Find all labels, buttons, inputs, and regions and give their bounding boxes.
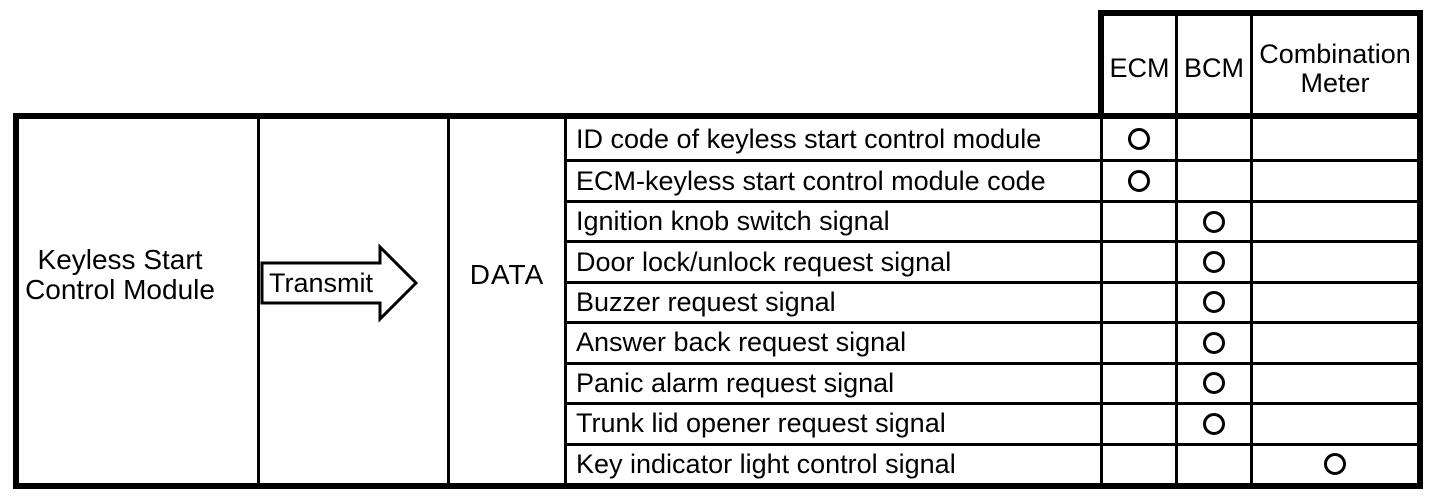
- mark-cell-meter: [1250, 119, 1417, 160]
- mark-cell-ecm: [1100, 243, 1175, 281]
- column-header-ecm: ECM: [1104, 16, 1175, 113]
- mark-cell-bcm: [1175, 445, 1250, 483]
- column-header-bcm: BCM: [1175, 16, 1250, 113]
- mark-circle: [1203, 210, 1225, 233]
- mark-cell-ecm: [1100, 445, 1175, 483]
- mark-cell-ecm: [1100, 324, 1175, 362]
- mark-circle: [1203, 372, 1225, 395]
- column-header-label: Combination Meter: [1259, 38, 1411, 98]
- mark-cell-bcm: [1175, 162, 1250, 200]
- signal-rows: ID code of keyless start control module …: [567, 119, 1417, 483]
- source-module-label: Keyless Start Control Module: [25, 245, 215, 305]
- transmit-arrow-icon: Transmit: [260, 243, 419, 323]
- signal-name-cell: ID code of keyless start control module: [567, 119, 1100, 159]
- signal-name: Buzzer request signal: [576, 286, 836, 317]
- table-row: Buzzer request signal: [567, 280, 1417, 322]
- mark-cell-ecm: [1100, 283, 1175, 322]
- column-header-label: ECM: [1109, 53, 1170, 83]
- mark-circle: [1203, 291, 1225, 314]
- mark-cell-meter: [1250, 283, 1417, 322]
- mark-cell-meter: [1250, 445, 1417, 483]
- mark-cell-meter: [1250, 202, 1417, 241]
- mark-cell-bcm: [1175, 202, 1250, 241]
- mark-cell-meter: [1250, 243, 1417, 281]
- mark-circle: [1128, 170, 1150, 193]
- table-row: Trunk lid opener request signal: [567, 402, 1417, 443]
- signal-name: ECM-keyless start control module code: [576, 165, 1046, 196]
- transmit-cell: Transmit: [260, 119, 450, 483]
- mark-circle: [1203, 251, 1225, 274]
- signal-name: Door lock/unlock request signal: [576, 246, 952, 277]
- signal-name-cell: Door lock/unlock request signal: [567, 243, 1100, 280]
- table-row: Key indicator light control signal: [567, 442, 1417, 483]
- mark-cell-bcm: [1175, 405, 1250, 443]
- data-label: DATA: [469, 259, 545, 290]
- mark-cell-ecm: [1100, 202, 1175, 241]
- mark-cell-bcm: [1175, 364, 1250, 403]
- mark-cell-meter: [1250, 364, 1417, 403]
- table-row: ID code of keyless start control module: [567, 119, 1417, 160]
- table-row: Panic alarm request signal: [567, 361, 1417, 403]
- signal-name-cell: Trunk lid opener request signal: [567, 405, 1100, 442]
- signal-name-cell: Panic alarm request signal: [567, 365, 1100, 402]
- signal-name-cell: Buzzer request signal: [567, 284, 1100, 321]
- mark-cell-meter: [1250, 324, 1417, 362]
- mark-cell-meter: [1250, 162, 1417, 200]
- column-header-label: BCM: [1184, 53, 1244, 83]
- signal-name: Key indicator light control signal: [576, 448, 956, 479]
- source-module-line2: Control Module: [25, 274, 215, 305]
- mark-circle: [1128, 128, 1150, 151]
- mark-cell-meter: [1250, 405, 1417, 443]
- mark-cell-bcm: [1175, 243, 1250, 281]
- mark-cell-ecm: [1100, 119, 1175, 160]
- signal-name-cell: Ignition knob switch signal: [567, 203, 1100, 240]
- mark-cell-bcm: [1175, 283, 1250, 322]
- mark-cell-bcm: [1175, 119, 1250, 160]
- mark-cell-ecm: [1100, 405, 1175, 443]
- table-row: ECM-keyless start control module code: [567, 159, 1417, 200]
- mark-circle: [1203, 331, 1225, 354]
- table-row: Door lock/unlock request signal: [567, 240, 1417, 281]
- signal-name: ID code of keyless start control module: [576, 123, 1042, 154]
- mark-cell-ecm: [1100, 162, 1175, 200]
- mark-circle: [1324, 453, 1346, 476]
- signal-name: Answer back request signal: [576, 327, 907, 358]
- source-module-line1: Keyless Start: [37, 244, 203, 275]
- data-cell: DATA: [450, 119, 567, 483]
- column-header-combination-meter: Combination Meter: [1250, 16, 1417, 113]
- target-header-row: ECM BCM Combination Meter: [1098, 10, 1423, 113]
- signal-name-cell: Key indicator light control signal: [567, 446, 1100, 483]
- mark-cell-bcm: [1175, 324, 1250, 362]
- signal-name: Ignition knob switch signal: [576, 206, 890, 237]
- mark-circle: [1203, 412, 1225, 435]
- signal-name-cell: ECM-keyless start control module code: [567, 162, 1100, 199]
- table-row: Ignition knob switch signal: [567, 199, 1417, 241]
- table-row: Answer back request signal: [567, 321, 1417, 362]
- signal-table: Keyless Start Control Module Transmit DA…: [13, 113, 1423, 489]
- signal-name: Trunk lid opener request signal: [576, 408, 946, 439]
- signal-name-cell: Answer back request signal: [567, 324, 1100, 361]
- source-module-cell: Keyless Start Control Module: [19, 119, 260, 483]
- transmit-label: Transmit: [269, 268, 374, 298]
- mark-cell-ecm: [1100, 364, 1175, 403]
- signal-name: Panic alarm request signal: [576, 367, 895, 398]
